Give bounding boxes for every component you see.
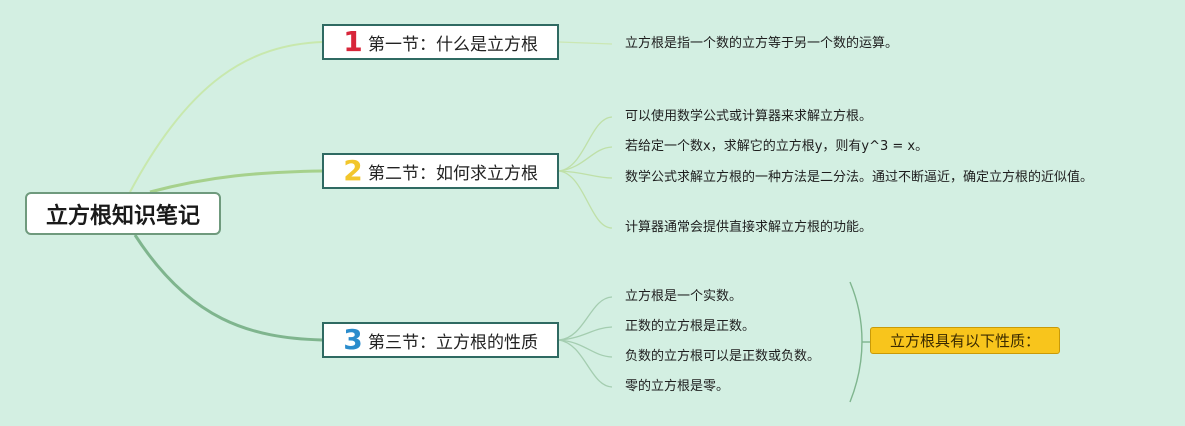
branch-line-1: [129, 41, 323, 193]
section-2-item-4[interactable]: 计算器通常会提供直接求解立方根的功能。: [625, 220, 873, 235]
section-2-title: 第二节：如何求立方根: [368, 163, 538, 184]
summary-bracket: [849, 281, 863, 403]
leaf-line-3-2: [558, 326, 613, 341]
leaf-line-2-3: [558, 170, 613, 179]
section-1-topic[interactable]: 1 第一节：什么是立方根: [322, 24, 559, 60]
root-topic[interactable]: 立方根知识笔记: [25, 192, 221, 235]
leaf-line-2-1: [558, 116, 613, 172]
section-3-topic[interactable]: 3 第三节：立方根的性质: [322, 322, 559, 358]
leaf-line-3-1: [558, 296, 613, 341]
branch-line-2: [149, 169, 323, 194]
section-3-title: 第三节：立方根的性质: [368, 332, 538, 353]
section-3-item-1[interactable]: 立方根是一个实数。: [625, 289, 743, 304]
section-1-item-1[interactable]: 立方根是指一个数的立方等于另一个数的运算。: [625, 36, 899, 51]
leaf-line-1-1: [558, 41, 613, 45]
section-3-item-2[interactable]: 正数的立方根是正数。: [625, 319, 756, 334]
section-1-title: 第一节：什么是立方根: [368, 34, 538, 55]
summary-topic[interactable]: 立方根具有以下性质：: [870, 327, 1060, 354]
section-3-item-4[interactable]: 零的立方根是零。: [625, 379, 730, 394]
section-2-item-2[interactable]: 若给定一个数x，求解它的立方根y，则有y^3 = x。: [625, 139, 929, 154]
section-2-item-3[interactable]: 数学公式求解立方根的一种方法是二分法。通过不断逼近，确定立方根的近似值。: [625, 170, 1094, 185]
summary-label: 立方根具有以下性质：: [889, 332, 1040, 350]
branch-line-3: [133, 234, 323, 342]
number-2-icon: 2: [343, 154, 363, 187]
leaf-line-2-2: [558, 146, 613, 172]
section-2-topic[interactable]: 2 第二节：如何求立方根: [322, 153, 559, 189]
leaf-line-3-3: [558, 339, 613, 358]
section-2-item-1[interactable]: 可以使用数学公式或计算器来求解立方根。: [625, 109, 873, 124]
leaf-line-2-4: [558, 170, 613, 229]
section-3-item-3[interactable]: 负数的立方根可以是正数或负数。: [625, 349, 821, 364]
root-title: 立方根知识笔记: [45, 203, 200, 229]
leaf-line-3-4: [558, 339, 613, 388]
number-1-icon: 1: [343, 25, 363, 58]
number-3-icon: 3: [343, 323, 363, 356]
